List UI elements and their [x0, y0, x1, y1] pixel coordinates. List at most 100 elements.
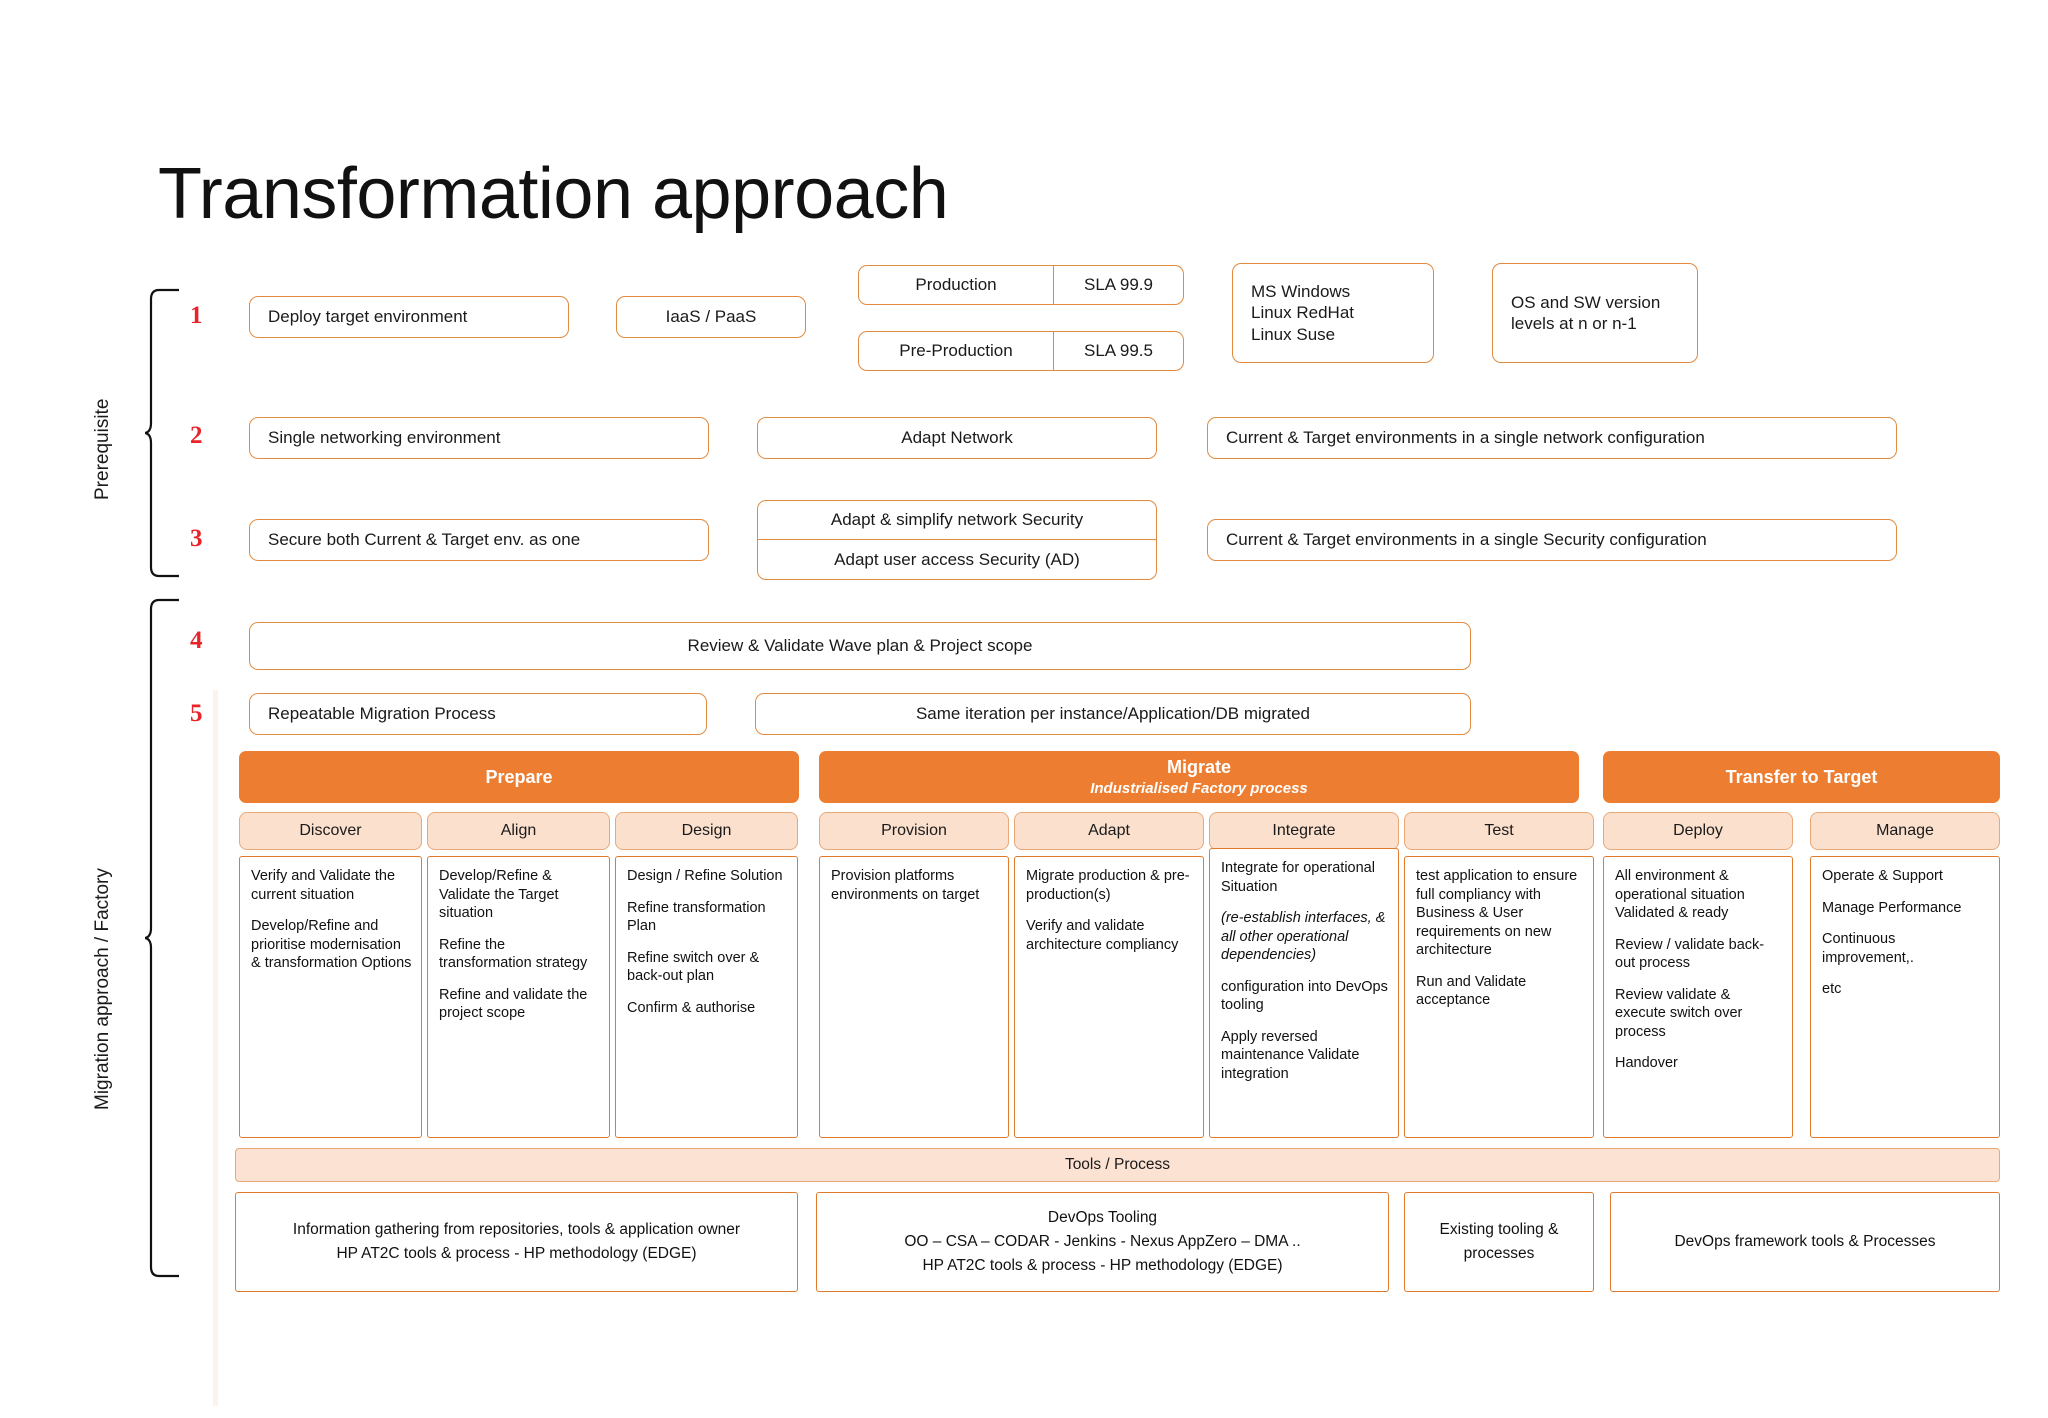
- os-platform-line-3: Linux Suse: [1251, 324, 1336, 344]
- tools-line: OO – CSA – CODAR - Jenkins - Nexus AppZe…: [904, 1232, 1301, 1250]
- box-single-security-configuration[interactable]: Current & Target environments in a singl…: [1207, 519, 1897, 561]
- stage-item: Operate & Support: [1822, 868, 1943, 884]
- background-strip: [213, 690, 218, 1406]
- stage-item: Provision platforms environments on targ…: [831, 868, 980, 903]
- stage-item: Refine and validate the project scope: [439, 986, 588, 1022]
- stage-item: Manage Performance: [1822, 899, 1962, 916]
- tools-line: Existing tooling &: [1439, 1220, 1559, 1238]
- stage-header-design[interactable]: Design: [615, 812, 798, 850]
- box-review-validate-wave-plan[interactable]: Review & Validate Wave plan & Project sc…: [249, 622, 1471, 670]
- box-single-network-configuration[interactable]: Current & Target environments in a singl…: [1207, 417, 1897, 459]
- tools-line: Information gathering from repositories,…: [292, 1220, 741, 1238]
- box-same-iteration[interactable]: Same iteration per instance/Application/…: [755, 693, 1471, 735]
- stage-item: Review validate & execute switch over pr…: [1615, 986, 1743, 1040]
- migration-brace: [145, 598, 179, 1278]
- stage-label-test: Test: [1484, 822, 1514, 839]
- stage-header-manage[interactable]: Manage: [1810, 812, 2000, 850]
- phase-title-migrate: Migrate: [1166, 757, 1231, 778]
- stage-label-adapt: Adapt: [1088, 822, 1130, 839]
- box-repeatable-migration-process[interactable]: Repeatable Migration Process: [249, 693, 707, 735]
- stage-item: configuration into DevOps tooling: [1221, 978, 1388, 1014]
- tools-line: DevOps framework tools & Processes: [1674, 1232, 1936, 1250]
- stage-item: (re-establish interfaces, & all other op…: [1221, 910, 1386, 964]
- stage-item: Continuous improvement,.: [1822, 931, 1914, 966]
- stage-label-align: Align: [500, 822, 537, 839]
- stage-item: Migrate production & pre-production(s): [1026, 868, 1190, 903]
- box-os-sw-version-levels[interactable]: OS and SW version levels at n or n-1: [1492, 263, 1698, 363]
- stage-body-integrate: Integrate for operational Situation (re-e…: [1209, 848, 1399, 1138]
- box-sla-production[interactable]: SLA 99.9: [1054, 265, 1184, 305]
- tools-process-label: Tools / Process: [1064, 1156, 1171, 1173]
- box-secure-current-target[interactable]: Secure both Current & Target env. as one: [249, 519, 709, 561]
- os-version-line-2: levels at n or n-1: [1511, 314, 1637, 333]
- tools-box-test: Existing tooling & processes: [1404, 1192, 1594, 1292]
- stage-item: Develop/Refine and prioritise modernisat…: [251, 918, 412, 972]
- side-label-prerequisite: Prerequisite: [92, 398, 113, 500]
- step-number-1: 1: [190, 302, 203, 329]
- stage-body-provision: Provision platforms environments on targ…: [819, 856, 1009, 1138]
- box-os-platforms[interactable]: MS Windows Linux RedHat Linux Suse: [1232, 263, 1434, 363]
- stage-label-provision: Provision: [881, 822, 947, 839]
- box-pre-production[interactable]: Pre-Production: [858, 331, 1054, 371]
- box-adapt-user-access-security[interactable]: Adapt user access Security (AD): [757, 540, 1157, 580]
- stage-item: Refine the transformation strategy: [439, 936, 588, 972]
- stage-header-test[interactable]: Test: [1404, 812, 1594, 850]
- stage-item: etc: [1822, 981, 1842, 998]
- stage-item: Refine transformation Plan: [627, 899, 766, 935]
- box-production[interactable]: Production: [858, 265, 1054, 305]
- stage-body-adapt: Migrate production & pre-production(s) Ve…: [1014, 856, 1204, 1138]
- step-number-5: 5: [190, 700, 203, 727]
- tools-process-bar: Tools / Process: [235, 1148, 2000, 1182]
- stage-label-design: Design: [681, 822, 732, 839]
- tools-line: HP AT2C tools & process - HP methodology…: [336, 1245, 697, 1262]
- stage-item: Verify and validate architecture complia…: [1026, 918, 1179, 953]
- tools-box-transfer: DevOps framework tools & Processes: [1610, 1192, 2000, 1292]
- os-platform-line-2: Linux RedHat: [1251, 303, 1355, 323]
- stage-body-align: Develop/Refine & Validate the Target sit…: [427, 856, 610, 1138]
- stage-item: Develop/Refine & Validate the Target sit…: [439, 868, 559, 922]
- stage-header-integrate[interactable]: Integrate: [1209, 812, 1399, 850]
- stage-item: Run and Validate acceptance: [1416, 973, 1527, 1009]
- box-deploy-target-environment[interactable]: Deploy target environment: [249, 296, 569, 338]
- box-iaas-paas[interactable]: IaaS / PaaS: [616, 296, 806, 338]
- step-number-2: 2: [190, 422, 203, 449]
- tools-line: DevOps Tooling: [1047, 1208, 1158, 1226]
- os-platform-line-1: MS Windows: [1251, 282, 1351, 302]
- phase-header-prepare[interactable]: Prepare: [239, 751, 799, 803]
- prerequisite-brace: [145, 288, 179, 578]
- side-label-migration: Migration approach / Factory: [92, 868, 113, 1110]
- phase-subtitle-migrate: Industrialised Factory process: [1090, 779, 1308, 797]
- stage-body-deploy: All environment & operational situation …: [1603, 856, 1793, 1138]
- stage-item: test application to ensure full complian…: [1416, 868, 1578, 959]
- box-adapt-network[interactable]: Adapt Network: [757, 417, 1157, 459]
- stage-header-align[interactable]: Align: [427, 812, 610, 850]
- stage-body-discover: Verify and Validate the current situatio…: [239, 856, 422, 1138]
- box-adapt-simplify-network-security[interactable]: Adapt & simplify network Security: [757, 500, 1157, 540]
- box-single-networking-environment[interactable]: Single networking environment: [249, 417, 709, 459]
- stage-item: Integrate for operational Situation: [1221, 860, 1375, 895]
- tools-line: processes: [1463, 1245, 1535, 1262]
- page-title: Transformation approach: [158, 154, 949, 234]
- phase-title-transfer: Transfer to Target: [1725, 766, 1878, 787]
- os-version-line-1: OS and SW version: [1511, 292, 1661, 312]
- stage-item: Refine switch over & back-out plan: [627, 949, 760, 985]
- phase-header-migrate[interactable]: Migrate Industrialised Factory process: [819, 751, 1579, 803]
- stage-header-adapt[interactable]: Adapt: [1014, 812, 1204, 850]
- step-number-3: 3: [190, 525, 203, 552]
- box-sla-pre-production[interactable]: SLA 99.5: [1054, 331, 1184, 371]
- stage-item: All environment & operational situation …: [1615, 868, 1745, 922]
- phase-header-transfer-to-target[interactable]: Transfer to Target: [1603, 751, 2000, 803]
- tools-line: HP AT2C tools & process - HP methodology…: [922, 1257, 1283, 1274]
- stage-header-deploy[interactable]: Deploy: [1603, 812, 1793, 850]
- stage-item: Handover: [1615, 1055, 1678, 1072]
- stage-label-manage: Manage: [1876, 822, 1934, 839]
- stage-item: Design / Refine Solution: [627, 868, 783, 884]
- stage-body-test: test application to ensure full complian…: [1404, 856, 1594, 1138]
- phase-title-prepare: Prepare: [485, 766, 553, 787]
- stage-header-discover[interactable]: Discover: [239, 812, 422, 850]
- tools-box-prepare: Information gathering from repositories,…: [235, 1192, 798, 1292]
- stage-header-provision[interactable]: Provision: [819, 812, 1009, 850]
